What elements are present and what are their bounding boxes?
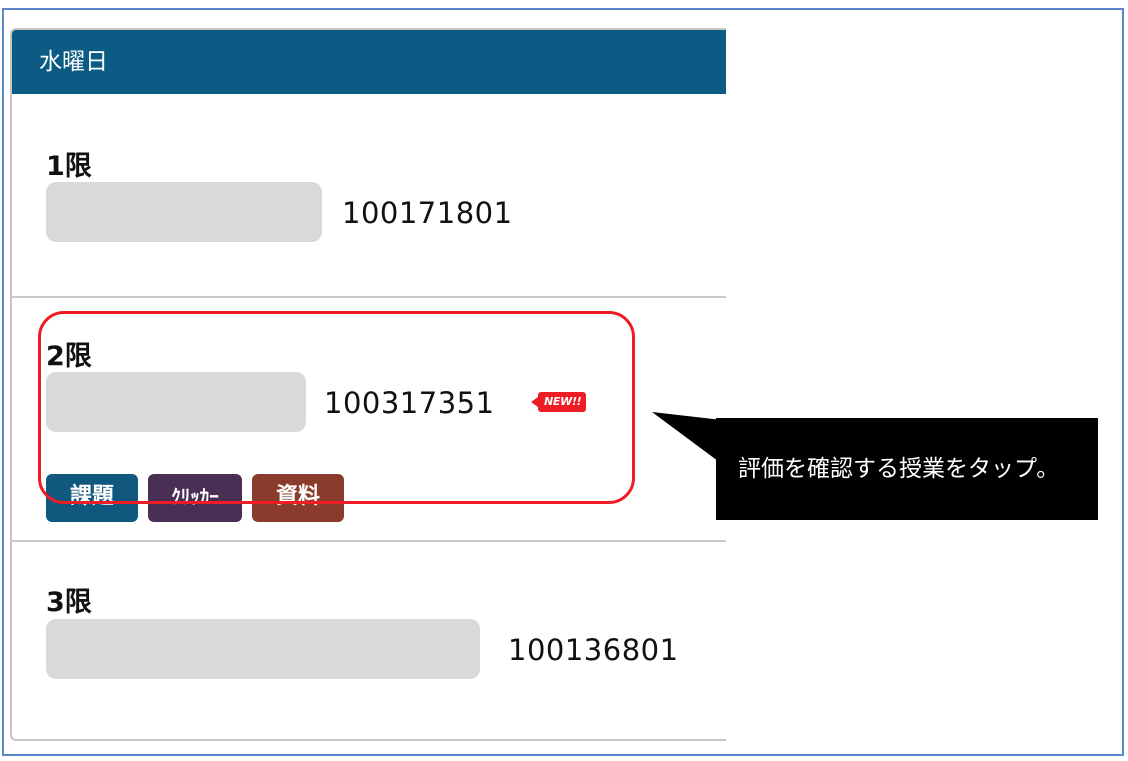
day-header: 水曜日 bbox=[12, 30, 726, 94]
period-label: 2限 bbox=[46, 341, 92, 372]
new-badge: NEW!! bbox=[530, 392, 587, 412]
callout-box: 評価を確認する授業をタップ。 bbox=[716, 418, 1098, 520]
callout-text: 評価を確認する授業をタップ。 bbox=[738, 456, 1060, 482]
period-slot-3[interactable]: 3限 100136801 bbox=[12, 542, 726, 739]
timetable-day-panel: 水曜日 1限 100171801 2限 100317351 NEW!! 課題 ｸ… bbox=[10, 28, 726, 741]
course-code: 100317351 bbox=[324, 386, 495, 420]
divider bbox=[12, 296, 726, 298]
redacted-course-title bbox=[46, 182, 322, 242]
period-slot-2[interactable]: 2限 100317351 NEW!! 課題 ｸﾘｯｶｰ 資料 bbox=[12, 298, 726, 540]
period-slot-1[interactable]: 1限 100171801 bbox=[12, 96, 726, 296]
course-code: 100171801 bbox=[342, 196, 513, 230]
redacted-course-title bbox=[46, 372, 306, 432]
course-code: 100136801 bbox=[508, 633, 679, 667]
redacted-course-title bbox=[46, 619, 480, 679]
divider bbox=[12, 540, 726, 542]
tag-materials-button[interactable]: 資料 bbox=[252, 474, 344, 522]
period-label: 1限 bbox=[46, 151, 92, 182]
callout-pointer bbox=[652, 412, 722, 464]
highlight-outline bbox=[38, 311, 635, 504]
period-label: 3限 bbox=[46, 587, 92, 618]
